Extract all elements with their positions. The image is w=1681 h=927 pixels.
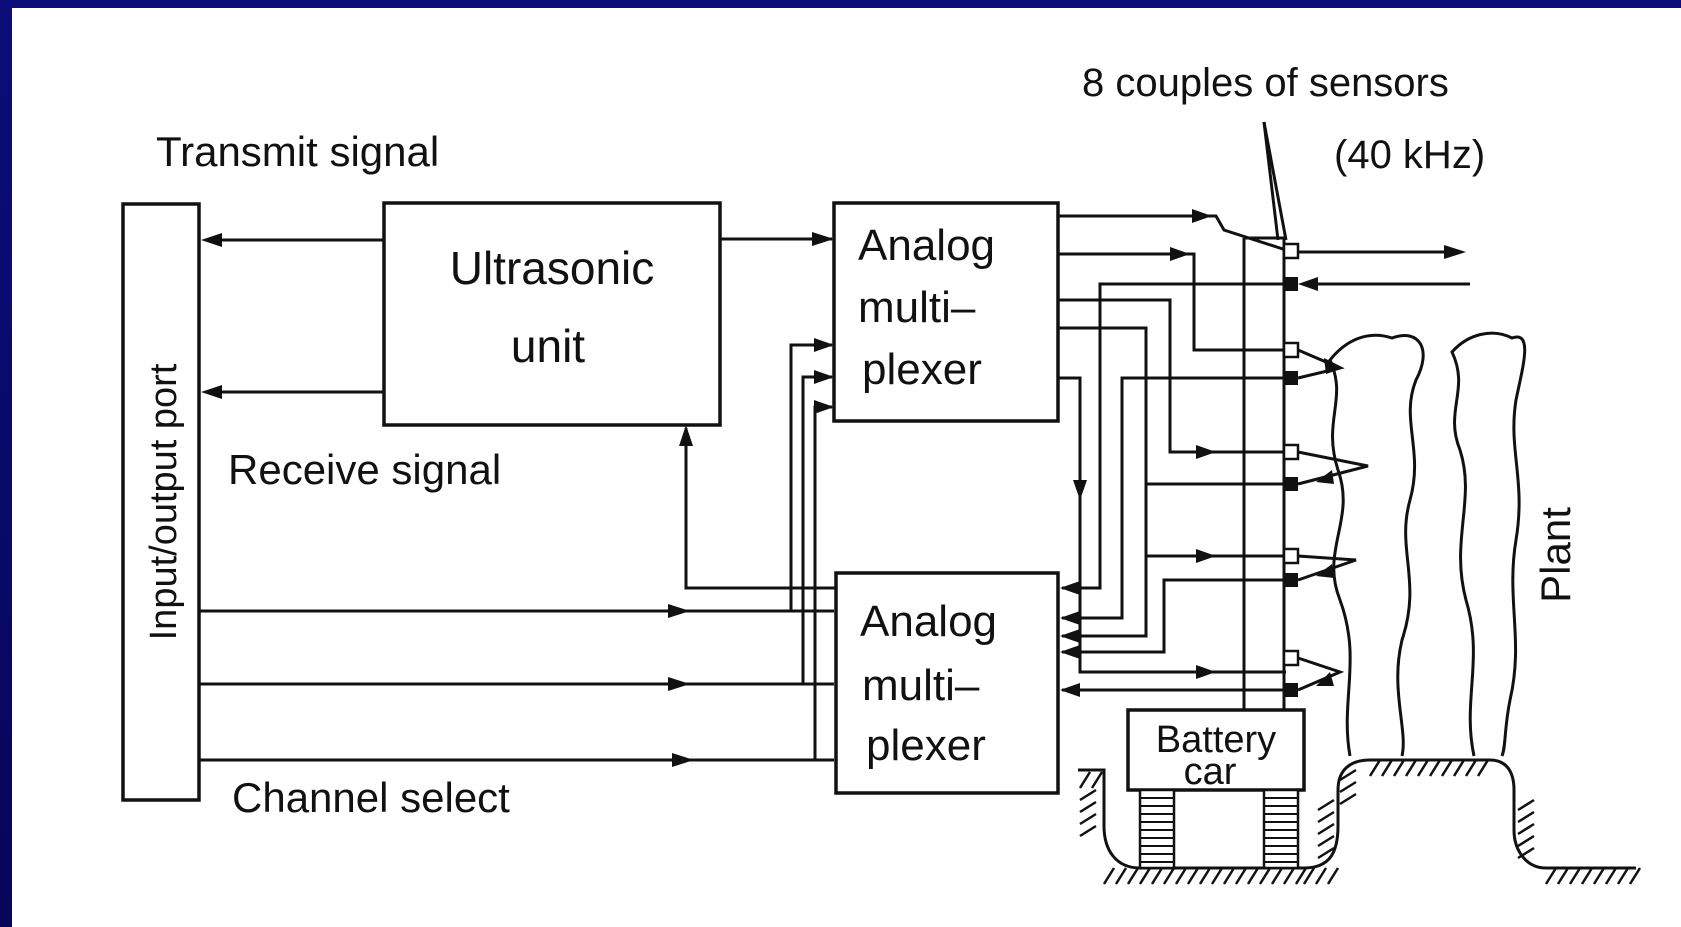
mux-out-2 <box>1058 252 1286 352</box>
sensor-pointer-2 <box>1262 121 1280 241</box>
mux-out-arrow-3 <box>1196 445 1216 459</box>
rx-sensor-5 <box>1284 683 1298 697</box>
rx-arrow-2 <box>1060 611 1080 625</box>
ultrasonic-label-line2: unit <box>511 320 585 372</box>
transmit-signal-label: Transmit signal <box>156 128 439 175</box>
mux-out-arrow-1 <box>1192 209 1212 223</box>
analog-multiplexer-top-box <box>832 201 1060 423</box>
plant-beams <box>1297 348 1369 692</box>
channel-select-arrowhead-1 <box>668 604 690 618</box>
beam-in-arrow <box>1298 277 1318 291</box>
mux-out-arrow-2 <box>1170 247 1190 261</box>
mux-bottom-label-line3: plexer <box>866 721 986 770</box>
battery-car-label-line2: car <box>1184 751 1237 793</box>
mux-bottom-label-line1: Analog <box>860 597 997 646</box>
tx-sensor-1 <box>1282 242 1300 260</box>
rx-arrow-5 <box>1060 683 1080 697</box>
battery-car-label-line1: Battery <box>1156 719 1276 761</box>
rx-line-1 <box>1062 282 1286 590</box>
mux-bottom-label-line2: multi– <box>862 661 980 710</box>
ultrasonic-label-line1: Ultrasonic <box>450 242 655 294</box>
rx-arrow-1 <box>1060 581 1080 595</box>
rx-arrow-3 <box>1060 629 1080 643</box>
battery-car-body <box>1126 708 1306 792</box>
rx-sensor-4 <box>1284 573 1298 587</box>
rx-sensor-3 <box>1284 477 1298 491</box>
analog-multiplexer-bottom-box <box>834 571 1060 795</box>
channel-select-label: Channel select <box>232 774 510 821</box>
ultrasonic-to-mux-arrowhead <box>812 232 834 246</box>
mux-out-4 <box>1058 326 1286 558</box>
sensors-label-line1: 8 couples of sensors <box>1082 61 1449 105</box>
plant-label: Plant <box>1532 507 1579 603</box>
io-port-label: Input/output port <box>143 363 185 640</box>
mux-out-1 <box>1058 214 1287 252</box>
channel-branch-arrow-3 <box>814 400 834 414</box>
channel-branch-arrow-1 <box>814 338 834 352</box>
mux-out-arrow-5 <box>1196 665 1216 679</box>
rx-line-2 <box>1062 376 1286 620</box>
mux-out-3 <box>1058 298 1286 454</box>
tx-sensor-3 <box>1282 443 1300 461</box>
tx-sensor-5 <box>1282 649 1300 667</box>
sensor-pairs <box>1282 242 1300 697</box>
rx-line-3 <box>1062 482 1286 638</box>
rx-arrow-4 <box>1060 645 1080 659</box>
receive-arrowhead <box>201 385 222 399</box>
rx-down-arrow <box>1073 480 1087 500</box>
tx-sensor-4 <box>1282 547 1300 565</box>
tx-sensor-2 <box>1282 341 1300 359</box>
ground-hatching <box>1078 759 1642 885</box>
ultrasonic-unit-box <box>382 201 722 427</box>
rx-sensor-2 <box>1284 371 1298 385</box>
channel-select-arrowhead-3 <box>672 753 694 767</box>
channel-branch-top-1 <box>789 343 832 611</box>
mux-top-label-line1: Analog <box>858 221 995 270</box>
mux-to-ultrasonic-line <box>684 428 836 590</box>
beam-out-arrow <box>1444 245 1466 259</box>
ground-line <box>1078 758 1636 870</box>
channel-branch-top-3 <box>813 405 832 760</box>
channel-branch-top-2 <box>801 375 832 684</box>
receive-signal-label: Receive signal <box>228 446 501 493</box>
channel-select-arrowhead-2 <box>668 677 690 691</box>
plant-1 <box>1328 333 1425 757</box>
transmit-arrowhead <box>201 233 222 247</box>
channel-branch-arrow-2 <box>814 370 834 384</box>
mux-out-arrow-4 <box>1196 549 1216 563</box>
mux-out-5 <box>1058 376 1286 674</box>
sensors-label-line2: (40 kHz) <box>1334 133 1485 177</box>
input-output-port-box <box>121 202 201 802</box>
plant-2 <box>1450 331 1527 757</box>
mux-to-ultrasonic-arrowhead <box>679 425 693 446</box>
mux-top-label-line3: plexer <box>862 345 982 394</box>
rx-line-4 <box>1062 578 1286 654</box>
battery-car-wheels <box>1138 788 1300 870</box>
mux-top-label-line2: multi– <box>858 283 976 332</box>
rx-sensor-1 <box>1284 277 1298 291</box>
